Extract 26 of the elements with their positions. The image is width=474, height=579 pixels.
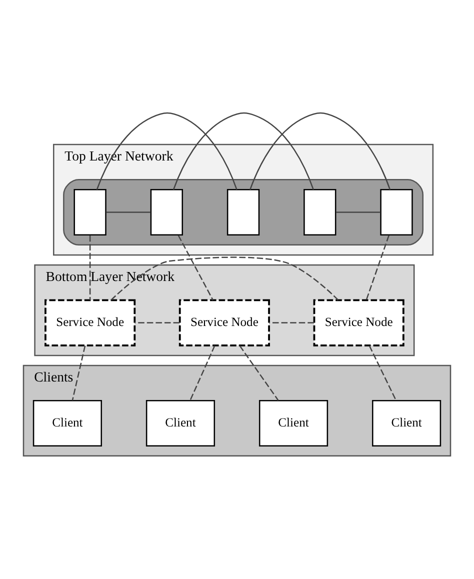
connector bbox=[72, 346, 86, 400]
connector bbox=[89, 235, 91, 300]
connector bbox=[106, 212, 151, 213]
connector bbox=[250, 112, 391, 190]
connector bbox=[366, 235, 390, 300]
connector bbox=[172, 112, 314, 190]
node-box bbox=[304, 189, 336, 236]
connector bbox=[96, 112, 238, 190]
node-box bbox=[150, 189, 183, 236]
node-box bbox=[226, 189, 260, 236]
node-box: Client bbox=[146, 400, 216, 446]
connector bbox=[239, 345, 279, 401]
node-box bbox=[74, 189, 106, 236]
connector bbox=[269, 322, 314, 324]
node-box: Client bbox=[258, 400, 328, 446]
node-box: Client bbox=[372, 400, 442, 446]
node-box bbox=[380, 189, 413, 236]
node-box: Service Node bbox=[178, 299, 270, 346]
node-box: Service Node bbox=[313, 299, 404, 346]
connector bbox=[134, 322, 180, 324]
connector bbox=[110, 256, 339, 300]
node-box: Service Node bbox=[44, 299, 136, 346]
connector bbox=[368, 346, 397, 401]
connector bbox=[336, 212, 380, 213]
node-box: Client bbox=[32, 400, 102, 446]
cluster bbox=[63, 179, 424, 246]
